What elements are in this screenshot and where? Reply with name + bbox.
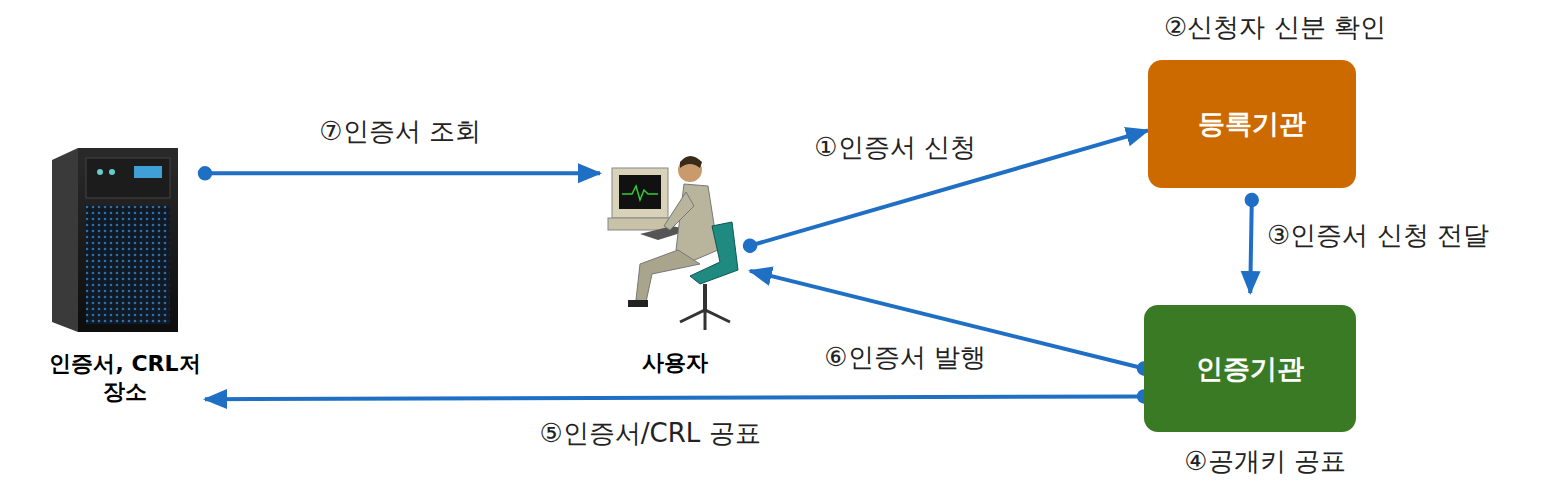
monitor-screen — [619, 175, 661, 209]
storage-node: 인증서, CRL저장소 — [45, 145, 205, 407]
server-illustration — [52, 148, 178, 332]
user-node: 사용자 — [600, 150, 750, 378]
step-label: ⑦인증서 조회 — [316, 116, 484, 147]
server-led — [97, 169, 103, 175]
monitor — [612, 168, 668, 218]
chair — [690, 222, 738, 284]
step-label: ②신청자 신분 확인 — [1161, 12, 1389, 43]
connector-arrow — [750, 130, 1148, 245]
connector-arrow — [205, 171, 600, 175]
chair-post — [703, 284, 707, 310]
node-label: 인증서, CRL저장소 — [45, 350, 205, 407]
screen-trace — [622, 186, 658, 200]
server-side — [52, 148, 78, 332]
arm — [664, 192, 694, 230]
connector-arrow — [205, 396, 1144, 399]
user-illustration — [608, 156, 738, 330]
server-panel — [86, 158, 170, 198]
hair — [680, 156, 702, 168]
step-label: ⑥인증서 발행 — [821, 342, 989, 373]
server-led — [109, 169, 115, 175]
registration-box: 등록기관 — [1148, 60, 1356, 188]
connector-arrow — [1250, 200, 1252, 293]
node-label: 인증기관 — [1196, 351, 1304, 386]
server-display — [134, 166, 162, 178]
authority-box: 인증기관 — [1144, 305, 1356, 432]
step-label: ⑤인증서/CRL 공표 — [536, 418, 763, 449]
step-label: ④공개키 공표 — [1181, 446, 1349, 477]
shoe — [628, 300, 648, 307]
server-front — [78, 148, 178, 332]
computer-base — [608, 218, 672, 230]
node-label: 등록기관 — [1198, 106, 1306, 141]
step-label: ①인증서 신청 — [811, 132, 979, 163]
torso — [676, 184, 718, 262]
step-label: ③인증서 신청 전달 — [1264, 220, 1492, 251]
chair-base — [680, 310, 730, 330]
node-label: 사용자 — [642, 349, 708, 378]
server-grille — [86, 206, 170, 324]
